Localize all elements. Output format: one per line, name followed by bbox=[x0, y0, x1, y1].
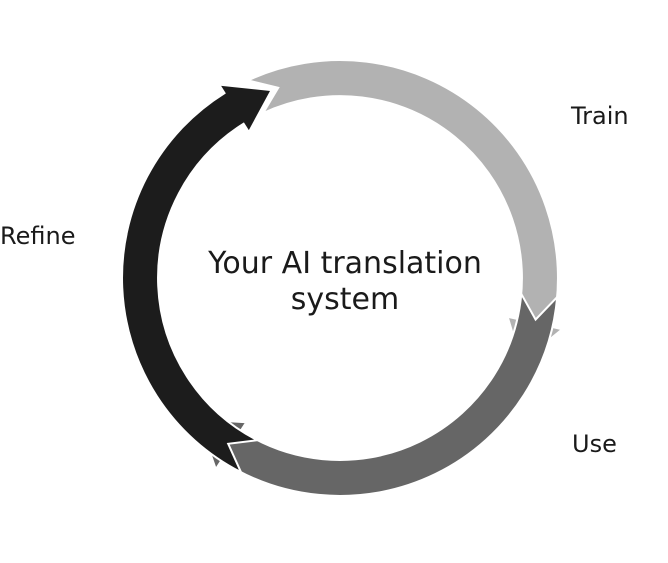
center-title-line-1: Your AI translation bbox=[208, 246, 482, 281]
stage-label-use: Use bbox=[572, 430, 617, 458]
center-title: Your AI translation system bbox=[165, 246, 525, 318]
use-arrow bbox=[197, 290, 559, 497]
center-title-line-2: system bbox=[290, 282, 400, 317]
refine-arrow bbox=[121, 83, 274, 475]
stage-label-train: Train bbox=[571, 102, 629, 130]
stage-label-refine: Refine bbox=[0, 222, 76, 250]
